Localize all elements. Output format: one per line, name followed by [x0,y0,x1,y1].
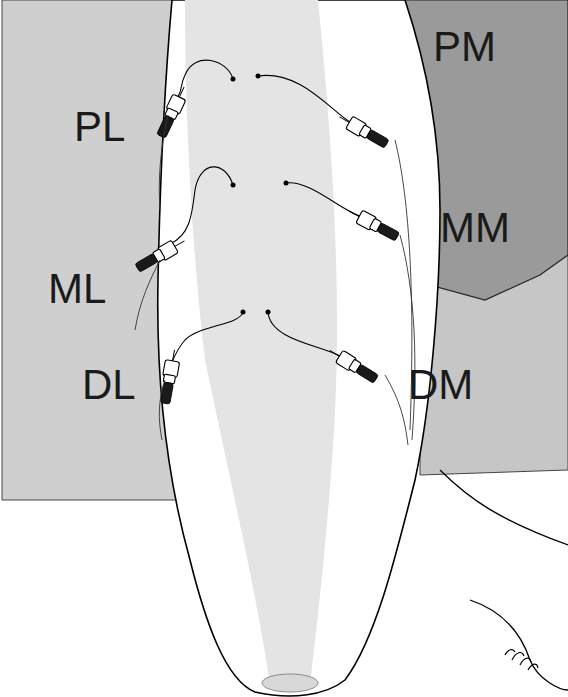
thigh-outline [158,0,440,696]
electrode-connector [134,235,188,275]
electrode-connector [336,111,390,151]
electrode-connector [155,84,191,139]
lower-leg-outline [440,470,568,690]
electrode-connector [158,349,182,405]
electrode-dots [231,74,289,315]
toes [505,650,538,670]
cables [135,115,415,445]
electrode-connector [326,344,380,385]
electrode-label: DL [82,364,136,406]
electrode-label: MM [440,207,510,249]
electrode-label: DM [408,364,473,406]
femur-band [185,0,337,685]
electrode-label: PL [74,106,125,148]
patella [262,674,318,692]
electrode-wires [170,60,360,362]
electrode-label: PM [433,26,496,68]
electrode-connector [346,205,401,243]
electrode-label: ML [48,268,106,310]
